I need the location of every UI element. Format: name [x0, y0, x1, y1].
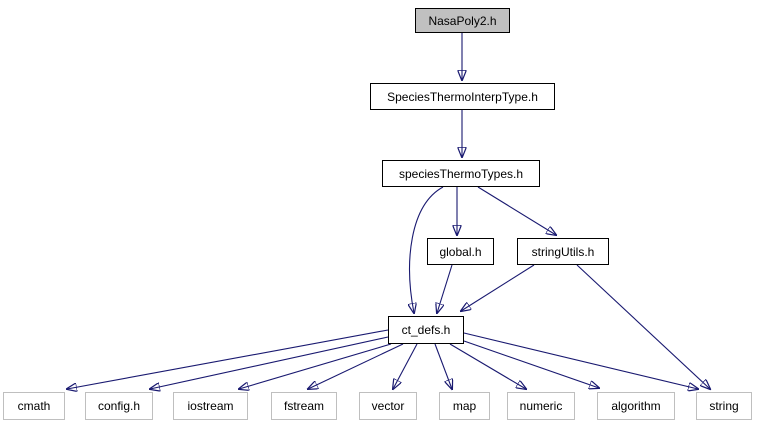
node-species-thermo-interp-type[interactable]: SpeciesThermoInterpType.h [370, 83, 555, 110]
node-config: config.h [85, 392, 153, 420]
edge-stringutils-to-ctdefs [461, 264, 535, 311]
node-nasapoly2: NasaPoly2.h [415, 8, 510, 33]
edge-ctdefs-to-map [434, 343, 452, 389]
node-species-thermo-types[interactable]: speciesThermoTypes.h [382, 160, 540, 187]
edge-ctdefs-to-string [463, 332, 698, 389]
edge-ctdefs-to-algorithm [463, 340, 599, 388]
edge-ctdefs-to-numeric [449, 343, 526, 389]
edge-ctdefs-to-cmath [67, 329, 389, 389]
edge-speciesthermotypes-to-ctdefs [410, 186, 444, 313]
node-cmath: cmath [3, 392, 65, 420]
node-vector: vector [359, 392, 417, 420]
edge-ctdefs-to-iostream [239, 343, 392, 389]
node-iostream: iostream [173, 392, 248, 420]
edge-global-to-ctdefs [437, 264, 453, 313]
edge-ctdefs-to-vector [393, 343, 418, 389]
node-string: string [696, 392, 752, 420]
node-numeric: numeric [507, 392, 575, 420]
node-string-utils[interactable]: stringUtils.h [517, 238, 609, 265]
node-map: map [439, 392, 490, 420]
node-algorithm: algorithm [597, 392, 675, 420]
edge-stringutils-to-string [576, 264, 710, 389]
edge-ctdefs-to-fstream [308, 343, 404, 389]
node-ct-defs[interactable]: ct_defs.h [388, 316, 464, 344]
edge-speciesthermotypes-to-stringutils [477, 186, 556, 235]
node-global[interactable]: global.h [427, 238, 494, 265]
node-fstream: fstream [271, 392, 337, 420]
edge-ctdefs-to-config [150, 336, 389, 389]
